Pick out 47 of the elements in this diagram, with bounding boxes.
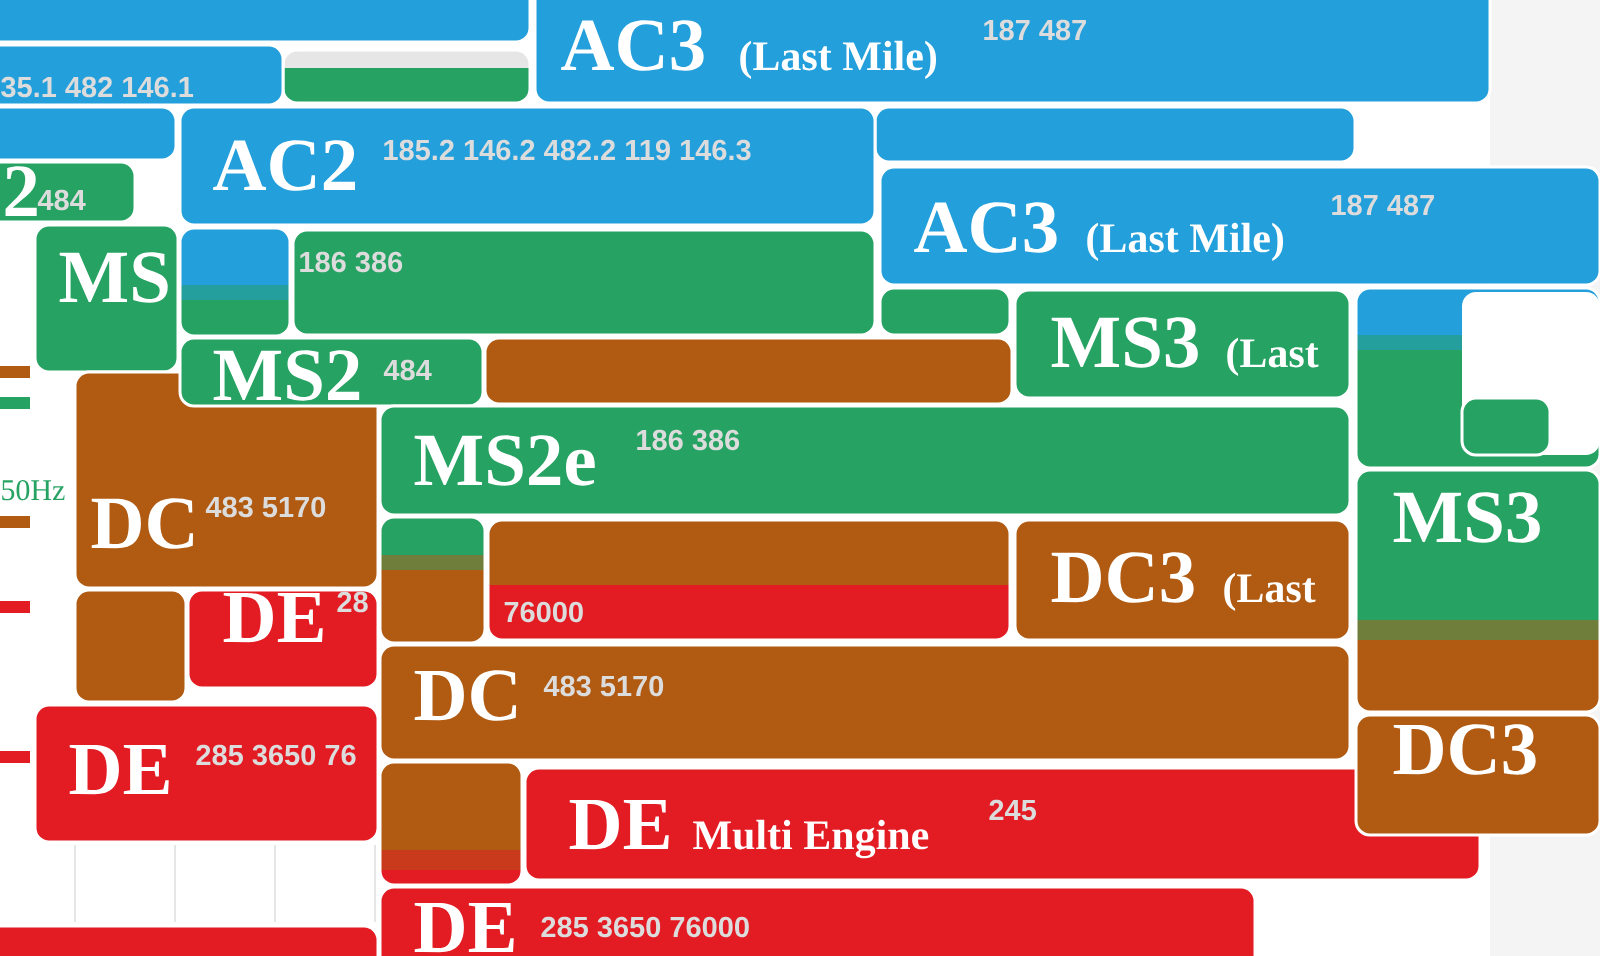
subtitle-text: (Last Mile): [740, 40, 936, 79]
class-band: [1013, 518, 1352, 642]
class-heading: DC: [414, 670, 516, 721]
subtitle-text: (Last: [1224, 572, 1316, 611]
class-heading: DE: [69, 744, 169, 795]
class-band: [0, 43, 285, 107]
class-band: [186, 588, 380, 690]
code-numbers: 186 386: [637, 429, 740, 451]
code-numbers: 484: [383, 359, 432, 381]
class-band: [1354, 468, 1600, 714]
class-heading: DC: [91, 498, 193, 549]
code-numbers: 35.1 482 146.1: [1, 76, 194, 98]
class-heading: MS3: [1393, 492, 1540, 543]
class-heading: MS2: [213, 350, 360, 401]
code-numbers: 483 5170: [205, 496, 326, 518]
code-numbers: 187 487: [1332, 194, 1434, 216]
subtitle-text: Multi Engine: [693, 819, 929, 859]
subtitle-text: (Last: [1227, 337, 1319, 376]
subtitle-text: (Last Mile): [1087, 222, 1283, 261]
code-numbers: 28: [337, 591, 368, 613]
class-heading: AC2: [213, 140, 355, 191]
class-heading: DE: [569, 799, 669, 850]
class-heading: DC3: [1051, 552, 1194, 603]
class-heading: MS3: [1051, 317, 1198, 368]
code-numbers: 285 3650 76: [196, 744, 356, 766]
class-heading: DC3: [1393, 724, 1536, 775]
class-band: [1013, 288, 1352, 400]
class-heading: DE: [414, 902, 514, 953]
class-heading: MS: [59, 252, 168, 303]
class-band: [0, 160, 137, 224]
class-heading: AC3: [914, 202, 1057, 253]
code-numbers: 484: [37, 189, 86, 211]
code-numbers: 187 487: [984, 19, 1086, 41]
class-band: [486, 518, 1012, 642]
code-numbers: 285 3650 76000: [541, 916, 749, 938]
code-numbers: 186 386: [300, 251, 403, 273]
class-heading: MS2e: [414, 435, 595, 486]
class-heading: 2: [5, 166, 37, 216]
class-band: [1354, 713, 1600, 837]
code-numbers: 76000: [504, 601, 583, 623]
class-heading: AC3: [561, 20, 704, 71]
code-numbers: 245: [989, 799, 1036, 821]
code-numbers: 185.2 146.2 482.2 119 146.3: [384, 139, 751, 161]
class-band: [533, 0, 1492, 105]
class-band: [33, 703, 380, 844]
class-heading: DE: [223, 592, 323, 643]
code-numbers: 483 5170: [543, 675, 664, 697]
